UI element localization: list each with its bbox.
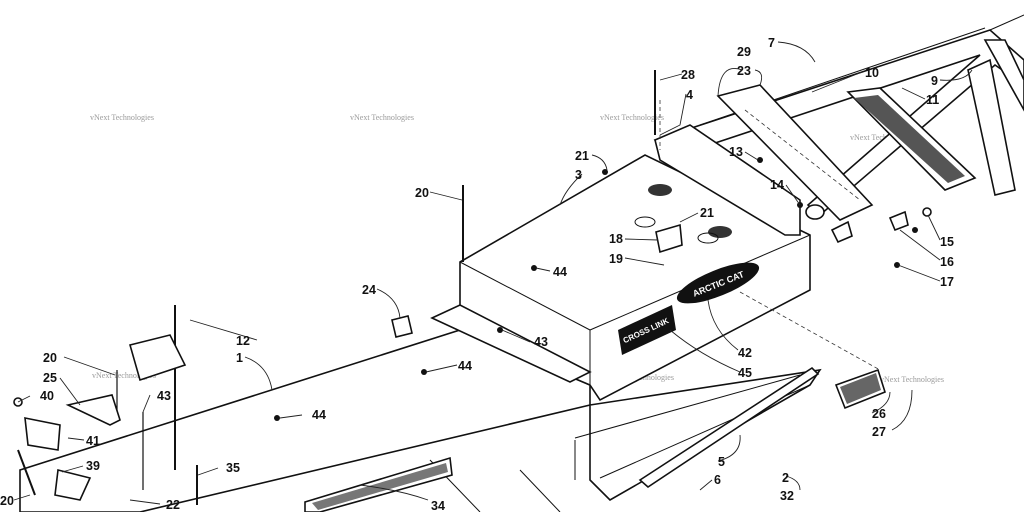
callout-labels: 1 2 3 4 5 6 7 9 10 11 12 13 14 15 16 17 … (0, 36, 954, 512)
callout-24: 24 (362, 283, 376, 297)
callout-26: 26 (872, 407, 886, 421)
watermark-text: vNext Technologies (880, 375, 944, 384)
callout-20b: 20 (43, 351, 57, 365)
watermark-text: vNext Technologies (350, 113, 414, 122)
callout-20a: 20 (415, 186, 429, 200)
callout-10: 10 (865, 66, 879, 80)
callout-35: 35 (226, 461, 240, 475)
callout-23: 23 (737, 64, 751, 78)
callout-20c: 20 (0, 494, 14, 508)
callout-44c: 44 (312, 408, 326, 422)
callout-19: 19 (609, 252, 623, 266)
callout-12: 12 (236, 334, 250, 348)
callout-18: 18 (609, 232, 623, 246)
callout-43a: 43 (534, 335, 548, 349)
callout-7: 7 (768, 36, 775, 50)
callout-45: 45 (738, 366, 752, 380)
callout-39: 39 (86, 459, 100, 473)
leader-lines (13, 41, 973, 505)
callout-4: 4 (686, 88, 693, 102)
watermark-text: vNext Technologies (90, 113, 154, 122)
callout-21a: 21 (575, 149, 589, 163)
callout-3: 3 (575, 168, 582, 182)
callout-43b: 43 (157, 389, 171, 403)
callout-2: 2 (782, 471, 789, 485)
callout-28: 28 (681, 68, 695, 82)
callout-17: 17 (940, 275, 954, 289)
callout-32: 32 (780, 489, 794, 503)
callout-21b: 21 (700, 206, 714, 220)
callout-5: 5 (718, 455, 725, 469)
callout-25: 25 (43, 371, 57, 385)
callout-44a: 44 (553, 265, 567, 279)
callout-34: 34 (431, 499, 445, 512)
callout-27: 27 (872, 425, 886, 439)
callout-6: 6 (714, 473, 721, 487)
callout-41: 41 (86, 434, 100, 448)
callout-15: 15 (940, 235, 954, 249)
callout-40: 40 (40, 389, 54, 403)
callout-44b: 44 (458, 359, 472, 373)
watermark-text: vNext Technologies (92, 371, 156, 380)
tunnel-assembly: ARCTIC CAT CROSS LINK (13, 14, 1024, 512)
watermark-text: vNext Technologies (850, 133, 914, 142)
callout-1: 1 (236, 351, 243, 365)
watermark-text: vNext Technologies (600, 113, 664, 122)
callout-29: 29 (737, 45, 751, 59)
callout-22: 22 (166, 498, 180, 512)
callout-13: 13 (729, 145, 743, 159)
callout-42: 42 (738, 346, 752, 360)
callout-14: 14 (770, 178, 784, 192)
callout-9: 9 (931, 74, 938, 88)
callout-11: 11 (926, 93, 939, 107)
callout-16: 16 (940, 255, 954, 269)
